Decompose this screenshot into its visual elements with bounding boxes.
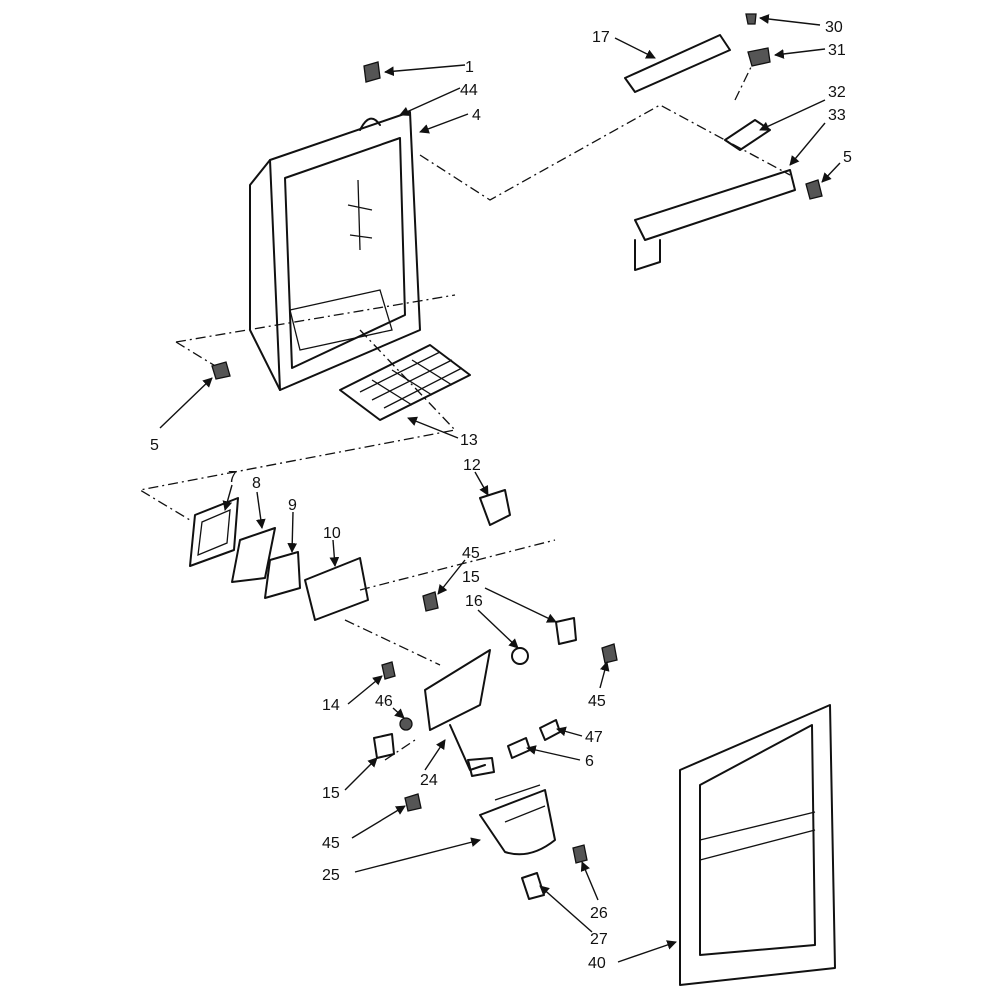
callout-4: 4 <box>472 107 481 124</box>
callout-8: 8 <box>252 475 261 492</box>
callout-47: 47 <box>585 729 603 746</box>
part-25-ice-chute <box>479 784 556 856</box>
callout-5-left: 5 <box>150 437 159 454</box>
part-7-frame <box>189 497 239 567</box>
callout-16: 16 <box>465 593 483 610</box>
part-47-link <box>539 719 561 741</box>
callout-5-right: 5 <box>843 149 852 166</box>
callout-45-a: 45 <box>462 545 480 562</box>
part-6-pin <box>507 737 531 759</box>
part-31-clip <box>747 47 771 67</box>
part-8-flap <box>231 527 276 583</box>
part-30-screw <box>745 13 757 25</box>
callout-31: 31 <box>828 42 846 59</box>
callout-24: 24 <box>420 772 438 789</box>
part-15-bracket-b <box>373 733 395 759</box>
part-12-switch <box>479 489 511 526</box>
callout-44: 44 <box>460 82 478 99</box>
part-33-channel <box>634 169 796 271</box>
callout-32: 32 <box>828 84 846 101</box>
callout-27: 27 <box>590 931 608 948</box>
callout-13: 13 <box>460 432 478 449</box>
part-10-mechanism <box>304 557 369 621</box>
callout-45-c: 45 <box>322 835 340 852</box>
callout-7: 7 <box>228 469 237 486</box>
callout-25: 25 <box>322 867 340 884</box>
callout-15-a: 15 <box>462 569 480 586</box>
part-1-cap <box>363 61 381 83</box>
callout-14: 14 <box>322 697 340 714</box>
part-9-plate <box>264 551 301 599</box>
assembly-lines <box>138 64 791 761</box>
callout-1: 1 <box>465 59 474 76</box>
part-4-dispenser-housing <box>249 111 421 391</box>
callout-17: 17 <box>592 29 610 46</box>
callout-12: 12 <box>463 457 481 474</box>
part-32-bracket <box>724 119 771 151</box>
callout-26: 26 <box>590 905 608 922</box>
callout-33: 33 <box>828 107 846 124</box>
callout-9: 9 <box>288 497 297 514</box>
callout-6: 6 <box>585 753 594 770</box>
part-16-spring <box>511 647 529 665</box>
callout-labels: 1 44 4 17 30 31 32 33 5 5 13 12 7 8 9 10… <box>150 19 852 972</box>
part-17-bar <box>624 34 731 93</box>
part-14-screw <box>381 661 396 680</box>
part-46-washer <box>399 717 413 731</box>
part-5-screw-right <box>805 179 823 200</box>
callout-15-b: 15 <box>322 785 340 802</box>
callout-30: 30 <box>825 19 843 36</box>
part-15-bracket-a <box>555 617 577 645</box>
callout-45-b: 45 <box>588 693 606 710</box>
callout-10: 10 <box>323 525 341 542</box>
part-45-screw-b <box>601 643 618 664</box>
part-40-front-panel <box>679 704 836 986</box>
part-26-screw <box>572 844 588 864</box>
part-45-screw-c <box>404 793 422 812</box>
callout-46: 46 <box>375 693 393 710</box>
part-13-drip-grille <box>339 344 471 421</box>
part-5-screw-left <box>211 361 231 380</box>
part-45-screw-a <box>422 591 439 612</box>
leader-lines <box>159 14 841 963</box>
part-24-lever <box>424 649 495 777</box>
callout-40: 40 <box>588 955 606 972</box>
